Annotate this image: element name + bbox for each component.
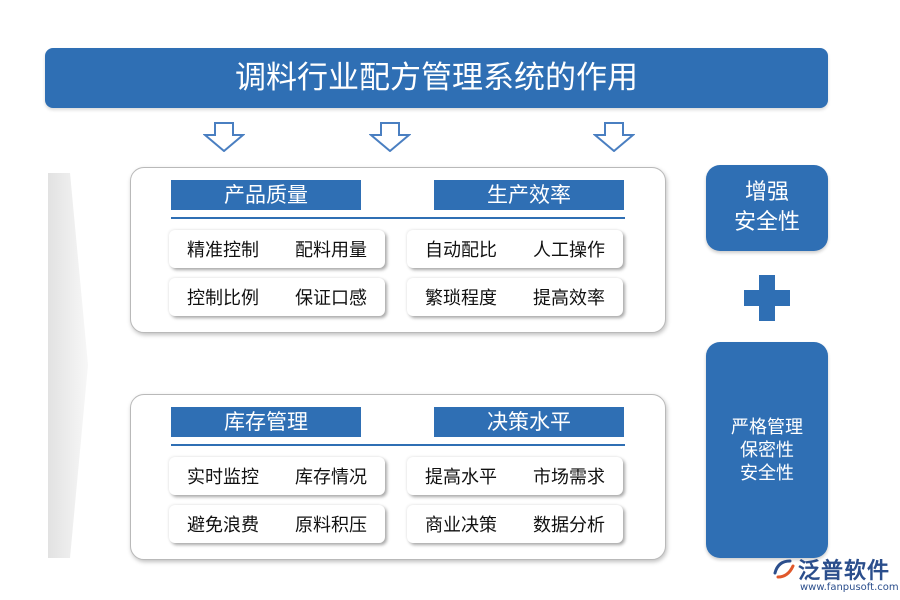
item-label: 避免浪费 [187, 515, 259, 536]
item-label: 配料用量 [295, 240, 367, 261]
panel-inventory-decision: 库存管理 决策水平 实时监控 库存情况 避免浪费 原料积压 提高水平 市场需求 … [130, 394, 666, 560]
item-card: 避免浪费 原料积压 [169, 505, 385, 543]
logo-name: 泛普软件 [798, 559, 891, 584]
side-box-strict-management: 严格管理 保密性 安全性 [706, 342, 828, 558]
item-card: 控制比例 保证口感 [169, 278, 385, 316]
side-box-enhance-security: 增强 安全性 [706, 165, 828, 251]
side-box-line: 严格管理 [731, 416, 803, 438]
side-chevron-arrow [48, 173, 88, 558]
item-label: 数据分析 [533, 515, 605, 536]
divider-line [171, 444, 625, 446]
down-arrow-icon [203, 122, 245, 152]
panel-quality-efficiency: 产品质量 生产效率 精准控制 配料用量 控制比例 保证口感 自动配比 人工操作 … [130, 167, 666, 333]
item-label: 保证口感 [295, 288, 367, 309]
item-card: 实时监控 库存情况 [169, 457, 385, 495]
item-label: 实时监控 [187, 467, 259, 488]
item-label: 原料积压 [295, 515, 367, 536]
side-box-line: 安全性 [733, 210, 800, 235]
item-label: 商业决策 [425, 515, 497, 536]
side-box-line: 增强 [744, 180, 789, 205]
item-label: 提高水平 [425, 467, 497, 488]
item-label: 提高效率 [533, 288, 605, 309]
category-product-quality: 产品质量 [171, 180, 361, 210]
side-box-line: 保密性 [740, 439, 794, 461]
logo-url: www.fanpusoft.com [800, 582, 899, 593]
item-card: 繁琐程度 提高效率 [407, 278, 623, 316]
item-label: 人工操作 [533, 240, 605, 261]
brand-logo: 泛普软件 www.fanpusoft.com [770, 553, 899, 597]
category-inventory-management: 库存管理 [171, 407, 361, 437]
item-label: 市场需求 [533, 467, 605, 488]
down-arrow-icon [369, 122, 411, 152]
plus-icon [744, 275, 790, 321]
category-production-efficiency: 生产效率 [434, 180, 624, 210]
category-decision-level: 决策水平 [434, 407, 624, 437]
diagram-title: 调料行业配方管理系统的作用 [45, 48, 828, 108]
logo-mark-icon [773, 559, 795, 579]
item-label: 自动配比 [425, 240, 497, 261]
item-label: 繁琐程度 [425, 288, 497, 309]
item-label: 控制比例 [187, 288, 259, 309]
item-card: 自动配比 人工操作 [407, 230, 623, 268]
item-card: 提高水平 市场需求 [407, 457, 623, 495]
side-box-line: 安全性 [740, 462, 794, 484]
item-card: 精准控制 配料用量 [169, 230, 385, 268]
divider-line [171, 217, 625, 219]
down-arrow-icon [593, 122, 635, 152]
item-label: 库存情况 [295, 467, 367, 488]
item-label: 精准控制 [187, 240, 259, 261]
item-card: 商业决策 数据分析 [407, 505, 623, 543]
